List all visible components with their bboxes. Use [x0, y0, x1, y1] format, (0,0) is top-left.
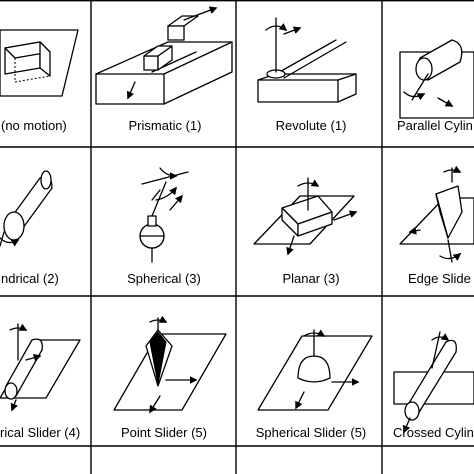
spherical-slider-joint-illustration	[257, 329, 373, 411]
label-spherical-slider: Spherical Slider (5)	[256, 425, 367, 440]
spherical-joint-illustration	[139, 167, 189, 263]
prismatic-joint-illustration	[95, 6, 233, 105]
label-cylindrical: ndrical (2)	[1, 271, 59, 286]
label-revolute: Revolute (1)	[276, 118, 347, 133]
planar-joint-illustration	[253, 177, 358, 256]
label-crossed-cylindrical: Crossed Cylin	[393, 425, 474, 440]
cylindrical-slider-joint-illustration	[0, 323, 81, 412]
label-planar: Planar (3)	[282, 271, 339, 286]
label-cylindrical-slider: rical Slider (4)	[0, 425, 80, 440]
parallel-cylindrical-joint-illustration	[399, 39, 474, 119]
label-spherical: Spherical (3)	[127, 271, 201, 286]
label-parallel-cylindrical: Parallel Cylin	[397, 118, 473, 133]
label-no-motion: (no motion)	[1, 118, 67, 133]
revolute-joint-illustration	[257, 17, 357, 103]
joint-labels: (no motion) Prismatic (1) Revolute (1) P…	[0, 118, 474, 440]
label-point-slider: Point Slider (5)	[121, 425, 207, 440]
edge-slider-joint-illustration	[399, 165, 474, 263]
rigid-joint-illustration	[0, 29, 79, 97]
cylindrical-joint-illustration	[0, 170, 53, 247]
label-edge-slider: Edge Slide	[408, 271, 471, 286]
label-prismatic: Prismatic (1)	[129, 118, 202, 133]
crossed-cylindrical-joint-illustration	[393, 331, 474, 434]
point-slider-joint-illustration	[113, 315, 227, 414]
